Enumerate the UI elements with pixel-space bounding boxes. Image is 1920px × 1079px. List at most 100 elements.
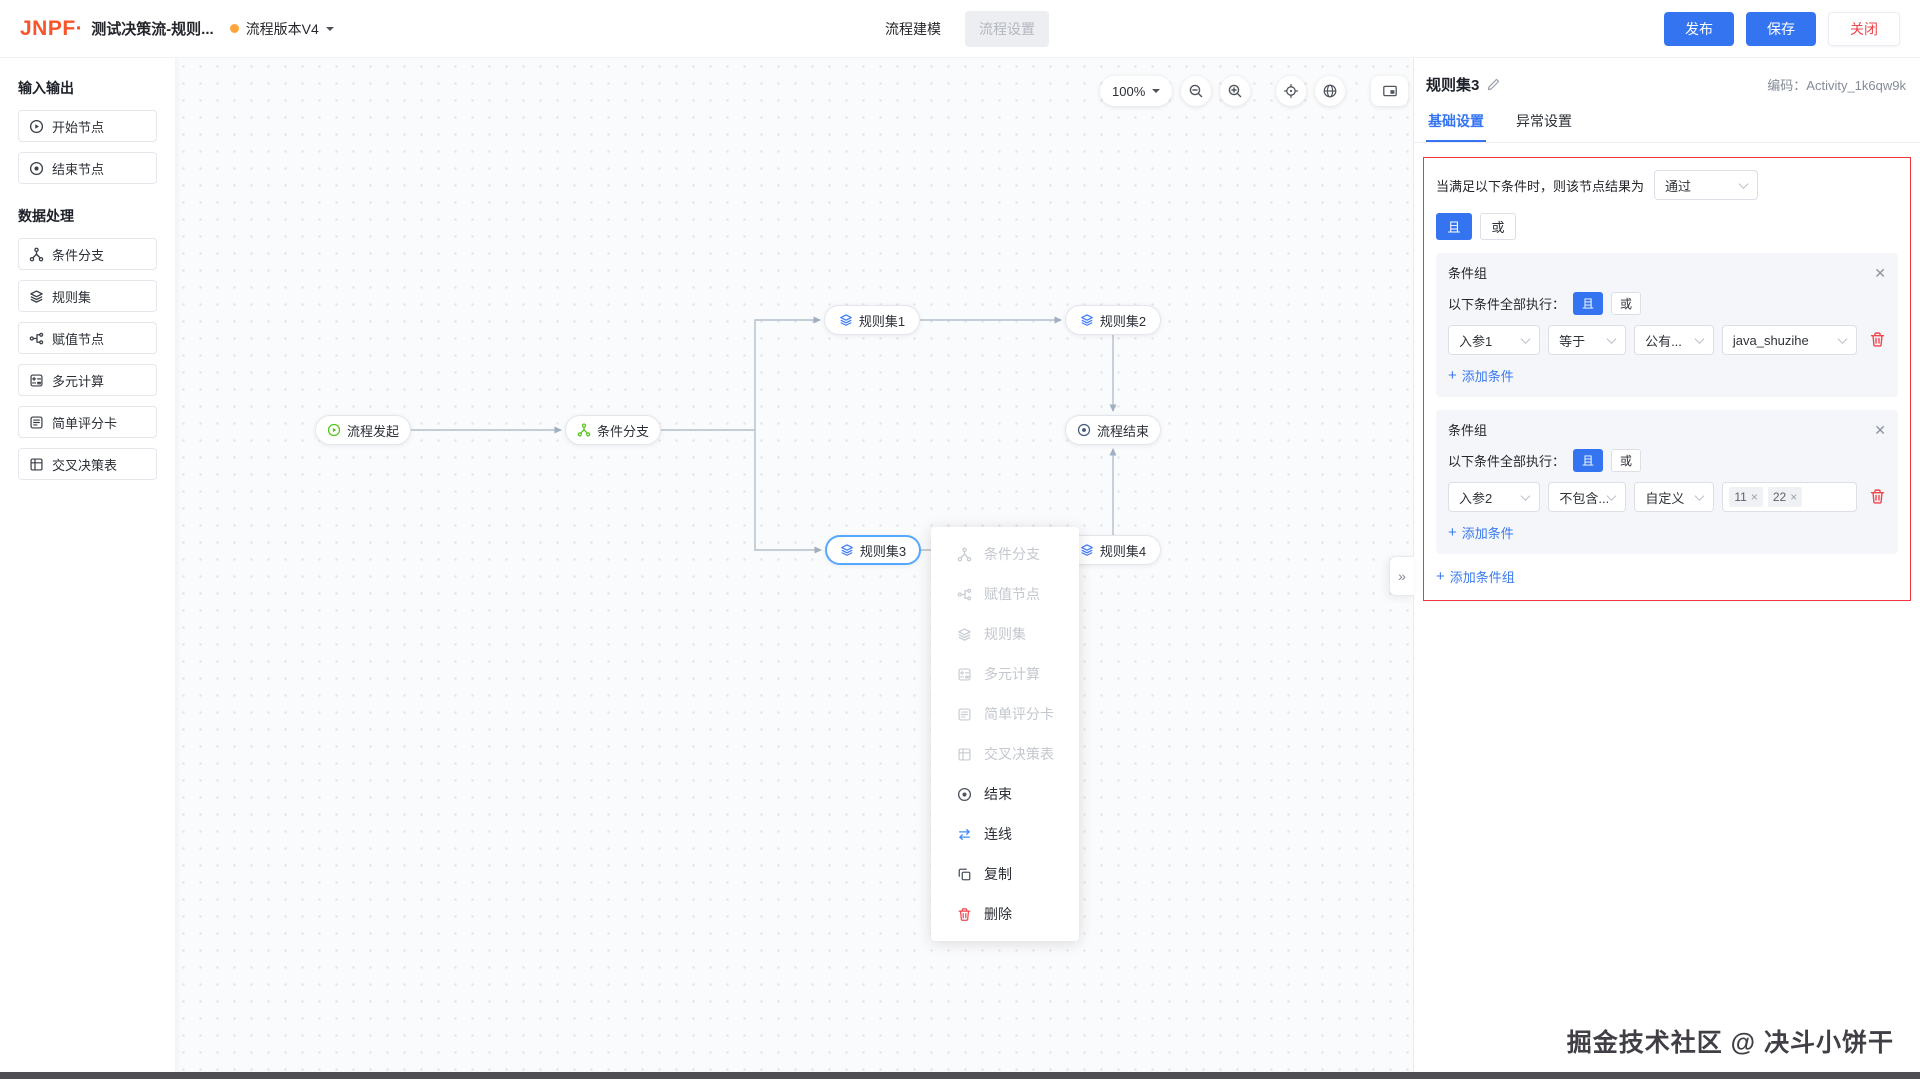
param-select-value: 入参1: [1459, 333, 1493, 349]
palette-item-assign-node[interactable]: 赋值节点: [18, 322, 157, 354]
condition-group-header: 条件组: [1448, 263, 1886, 282]
value-select-value: java_shuzihe: [1732, 332, 1809, 348]
palette-item-multi-calc[interactable]: 多元计算: [18, 364, 157, 396]
zoom-in-button[interactable]: [1220, 76, 1251, 106]
crosshair-target-icon: [1283, 83, 1299, 99]
fit-view-button[interactable]: [1315, 76, 1346, 106]
operator-select-value: 等于: [1559, 333, 1586, 349]
tab-flow-modeling[interactable]: 流程建模: [885, 21, 941, 37]
play-circle-icon: [327, 423, 341, 437]
value-type-select[interactable]: 自定义: [1634, 482, 1715, 512]
flow-node-label: 流程发起: [346, 423, 399, 439]
operator-select[interactable]: 不包含...: [1548, 482, 1627, 512]
and-toggle[interactable]: 且: [1573, 292, 1604, 315]
close-icon[interactable]: [1874, 266, 1886, 280]
flow-node-rule-set-3[interactable]: 规则集3: [825, 535, 921, 565]
palette-item-label: 简单评分卡: [52, 415, 118, 431]
add-condition-label: 添加条件: [1461, 526, 1514, 541]
flow-node-condition-branch[interactable]: 条件分支: [565, 415, 661, 445]
result-select[interactable]: 通过: [1654, 170, 1759, 200]
palette-item-label: 赋值节点: [52, 331, 105, 347]
tab-flow-settings[interactable]: 流程设置: [965, 11, 1049, 47]
scorecard-icon: [29, 415, 44, 430]
palette-item-condition-branch[interactable]: 条件分支: [18, 238, 157, 270]
palette-item-label: 结束节点: [52, 161, 105, 177]
menu-item-label: 结束: [984, 786, 1012, 802]
menu-item-connect[interactable]: 连线: [931, 814, 1079, 854]
menu-item-condition-branch: 条件分支: [931, 534, 1079, 574]
menu-item-label: 交叉决策表: [984, 746, 1054, 762]
panel-collapse-handle[interactable]: [1389, 556, 1414, 596]
center-canvas-button[interactable]: [1276, 76, 1307, 106]
version-selector[interactable]: 流程版本V4: [229, 19, 334, 39]
add-condition-link[interactable]: 添加条件: [1448, 523, 1514, 542]
flow-node-rule-set-2[interactable]: 规则集2: [1065, 305, 1161, 335]
exec-mode-row: 以下条件全部执行： 且 或: [1448, 449, 1886, 472]
minimap-toggle-button[interactable]: [1371, 76, 1409, 106]
palette-item-start-node[interactable]: 开始节点: [18, 110, 157, 142]
add-condition-group-label: 添加条件组: [1449, 570, 1515, 585]
palette-item-scorecard[interactable]: 简单评分卡: [18, 406, 157, 438]
palette-item-end-node[interactable]: 结束节点: [18, 152, 157, 184]
version-status-dot-icon: [229, 24, 239, 33]
value-select[interactable]: java_shuzihe: [1721, 325, 1857, 355]
branch-icon: [577, 423, 591, 437]
publish-button[interactable]: 发布: [1664, 11, 1734, 46]
app-logo: JNPF·: [20, 16, 84, 40]
topbar-actions: 发布 保存 关闭: [1664, 11, 1900, 46]
menu-item-label: 赋值节点: [984, 586, 1040, 602]
flow-node-label: 流程结束: [1096, 423, 1149, 439]
param-select[interactable]: 入参2: [1448, 482, 1541, 512]
flow-node-start[interactable]: 流程发起: [315, 415, 411, 445]
or-toggle[interactable]: 或: [1611, 449, 1642, 472]
palette-item-cross-table[interactable]: 交叉决策表: [18, 448, 157, 480]
condition-group-title: 条件组: [1448, 266, 1488, 281]
value-tag[interactable]: 11: [1729, 487, 1763, 507]
and-toggle[interactable]: 且: [1436, 213, 1472, 240]
palette-item-rule-set[interactable]: 规则集: [18, 280, 157, 312]
operator-select[interactable]: 等于: [1548, 325, 1627, 355]
and-toggle[interactable]: 且: [1573, 449, 1604, 472]
pencil-edit-icon[interactable]: [1486, 77, 1501, 92]
flow-node-rule-set-4[interactable]: 规则集4: [1065, 535, 1161, 565]
zoom-level-selector[interactable]: 100%: [1100, 76, 1173, 106]
minimap-icon: [1382, 83, 1398, 99]
cross-table-icon: [957, 747, 972, 762]
value-type-select-value: 自定义: [1645, 490, 1685, 506]
flow-node-rule-set-1[interactable]: 规则集1: [824, 305, 920, 335]
or-toggle[interactable]: 或: [1480, 213, 1516, 240]
delete-condition-button[interactable]: [1869, 331, 1886, 349]
flow-node-end[interactable]: 流程结束: [1065, 415, 1161, 445]
flow-node-label: 规则集3: [859, 543, 907, 559]
add-condition-group-link[interactable]: 添加条件组: [1436, 567, 1515, 586]
cross-table-icon: [29, 457, 44, 472]
menu-item-label: 连线: [984, 826, 1012, 842]
value-tag[interactable]: 22: [1767, 487, 1803, 507]
menu-item-delete[interactable]: 删除: [931, 894, 1079, 934]
or-toggle[interactable]: 或: [1611, 292, 1642, 315]
menu-item-end[interactable]: 结束: [931, 774, 1079, 814]
calc-icon: [29, 373, 44, 388]
layers-icon: [839, 313, 853, 327]
zoom-out-button[interactable]: [1181, 76, 1212, 106]
palette-group-title: 输入输出: [18, 80, 74, 96]
delete-condition-button[interactable]: [1869, 488, 1886, 506]
tab-basic-settings[interactable]: 基础设置: [1426, 105, 1486, 142]
exec-mode-label: 以下条件全部执行：: [1448, 297, 1566, 312]
flow-canvas[interactable]: 流程发起 条件分支 规则集1 规则集2 流程结束 规则集3 规则集4: [175, 58, 1413, 1072]
tab-exception-settings[interactable]: 异常设置: [1516, 113, 1572, 129]
param-select[interactable]: 入参1: [1448, 325, 1541, 355]
value-type-select[interactable]: 公有...: [1634, 325, 1714, 355]
add-condition-link[interactable]: 添加条件: [1448, 366, 1514, 385]
save-button[interactable]: 保存: [1746, 11, 1816, 46]
trash-icon: [1869, 331, 1886, 348]
palette-group-title: 数据处理: [18, 208, 74, 224]
menu-item-copy[interactable]: 复制: [931, 854, 1079, 894]
value-tags-input[interactable]: 11 22: [1722, 482, 1857, 512]
close-button[interactable]: 关闭: [1828, 11, 1900, 46]
zoom-out-icon: [1188, 83, 1204, 99]
close-icon[interactable]: [1874, 423, 1886, 437]
condition-fields-row: 入参1 等于 公有... java_shuzihe: [1448, 325, 1886, 355]
layers-icon: [1080, 543, 1094, 557]
palette-item-label: 多元计算: [52, 373, 105, 389]
